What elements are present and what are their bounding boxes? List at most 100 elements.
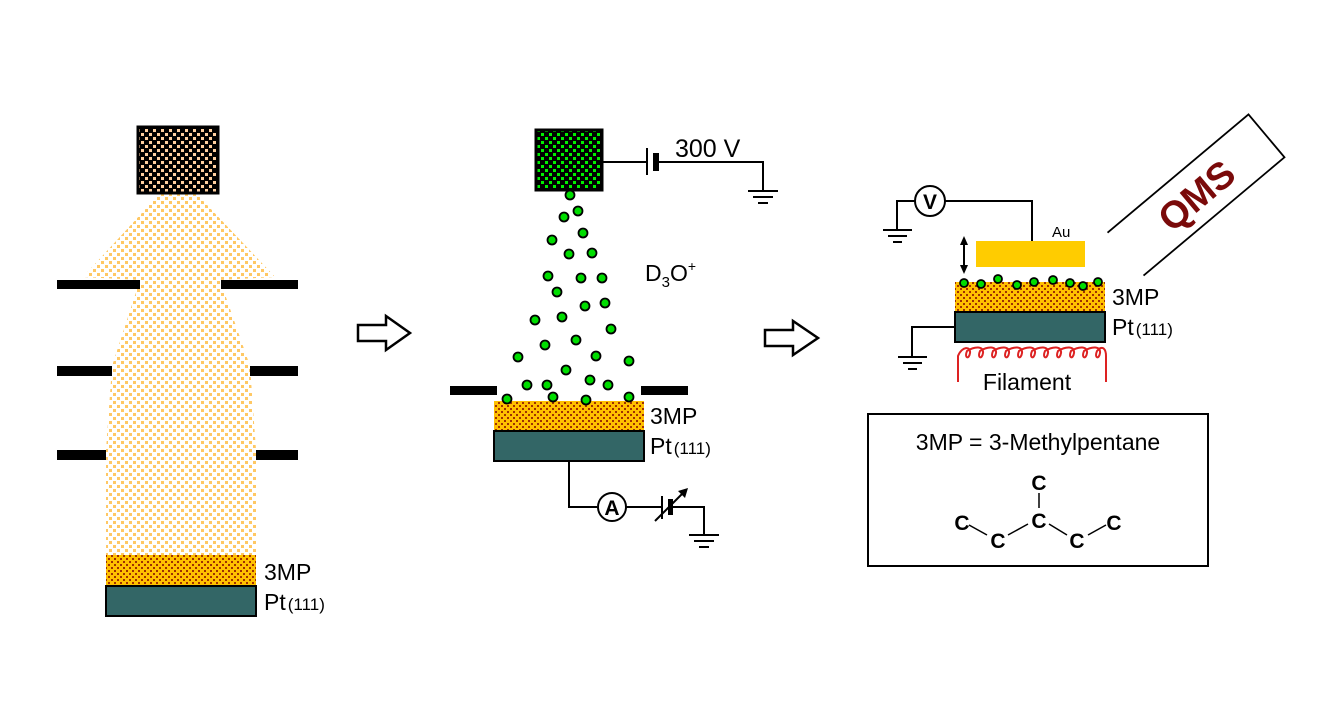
filament-coil <box>957 346 1107 382</box>
doser-source <box>136 125 220 195</box>
aperture-1-left <box>57 280 140 289</box>
ion-source <box>534 128 604 192</box>
ion-dot <box>1048 275 1058 285</box>
qms-label: QMS <box>1151 153 1244 241</box>
ion-dot <box>623 355 635 367</box>
ion-dot <box>575 272 587 284</box>
ion-dot <box>602 379 614 391</box>
ion-dot <box>623 391 635 403</box>
molecule-structure <box>968 493 1107 536</box>
surface-ions <box>501 391 635 406</box>
ammeter-wire <box>568 461 597 508</box>
ground-wire <box>659 161 764 191</box>
bias-short-plate <box>668 499 673 515</box>
bias-ground-wire <box>673 506 705 534</box>
aperture-3-left <box>57 450 106 460</box>
ion-dot <box>546 234 558 246</box>
distance-arrow-icon <box>960 236 968 274</box>
ion-dot <box>993 274 1003 284</box>
substrate-label: Pt(111) <box>264 589 325 615</box>
filament-label: Filament <box>983 369 1072 395</box>
au-probe <box>976 241 1085 267</box>
ion-dot <box>586 247 598 259</box>
qms-detector: QMS <box>1106 113 1286 277</box>
step-arrow-2 <box>763 318 821 358</box>
ion-dot <box>558 211 570 223</box>
ion-dot <box>590 350 602 362</box>
atom-c-methyl: C <box>1031 472 1046 495</box>
substrate-facet: (111) <box>1136 320 1173 339</box>
ion-dot <box>501 393 513 405</box>
ion-dot <box>1029 277 1039 287</box>
ion-dot <box>596 272 608 284</box>
ion-dot <box>512 351 524 363</box>
legend-title: 3MP = 3-Methylpentane <box>916 429 1160 455</box>
film-label: 3MP <box>650 403 697 429</box>
substrate-name: Pt <box>650 433 672 459</box>
substrate-pt <box>493 430 645 462</box>
ground-icon <box>883 229 912 243</box>
ion-label-o: O <box>670 260 688 286</box>
ion-dot <box>605 323 617 335</box>
substrate-name: Pt <box>264 589 286 615</box>
aperture-1-right <box>221 280 298 289</box>
aperture-2-right <box>250 366 298 376</box>
aperture-left <box>450 386 497 395</box>
ion-dot <box>1012 280 1022 290</box>
probe-wire <box>945 200 1033 241</box>
panel-ion-deposition: 300 V D3O+ 3MP Pt(111) A <box>450 128 778 548</box>
film-3mp <box>494 401 644 430</box>
au-label: Au <box>1052 224 1070 241</box>
atom-c1: C <box>954 512 969 535</box>
film-label: 3MP <box>264 559 311 585</box>
substrate-name: Pt <box>1112 314 1134 340</box>
ion-label: D3O+ <box>645 258 696 291</box>
qms-box <box>1106 113 1286 277</box>
film-label: 3MP <box>1112 284 1159 310</box>
battery-short-plate <box>653 153 659 171</box>
voltmeter-label: V <box>923 191 937 214</box>
substrate-pt <box>105 585 257 617</box>
ion-dot <box>539 339 551 351</box>
ion-spray <box>512 189 635 391</box>
ion-dot <box>547 391 559 403</box>
atom-c4: C <box>1069 530 1084 553</box>
substrate-label: Pt(111) <box>1112 314 1173 340</box>
ion-label-d: D <box>645 260 662 286</box>
legend-frame <box>867 413 1209 567</box>
variable-arrow-icon <box>654 488 688 522</box>
ion-dot <box>529 314 541 326</box>
legend-box: 3MP = 3-Methylpentane C C C C C C <box>867 413 1209 567</box>
film-3mp <box>106 555 256 585</box>
aperture-2-left <box>57 366 112 376</box>
ion-dot <box>560 364 572 376</box>
aperture-right <box>641 386 688 395</box>
aperture-3-right <box>256 450 298 460</box>
voltage-label: 300 V <box>675 135 741 163</box>
ion-label-superscript: + <box>688 258 696 274</box>
ion-dot <box>563 248 575 260</box>
ion-dot <box>577 227 589 239</box>
ion-dot <box>584 374 596 386</box>
ion-dot <box>599 297 611 309</box>
ion-dot <box>541 379 553 391</box>
voltmeter-wire <box>896 200 915 229</box>
panel-deposition: 3MP Pt(111) <box>57 125 325 617</box>
substrate-facet: (111) <box>674 439 711 458</box>
ion-dot <box>521 379 533 391</box>
atom-c3: C <box>1031 510 1046 533</box>
ion-dot <box>579 300 591 312</box>
substrate-facet: (111) <box>288 595 325 614</box>
ion-dot <box>572 205 584 217</box>
atom-c2: C <box>990 530 1005 553</box>
ion-dot <box>556 311 568 323</box>
ammeter-label: A <box>604 497 619 520</box>
substrate-pt <box>954 311 1106 343</box>
ground-icon <box>748 190 778 204</box>
substrate-label: Pt(111) <box>650 433 711 459</box>
molecular-beam <box>83 190 275 555</box>
ion-dot <box>1093 277 1103 287</box>
atom-c5: C <box>1106 512 1121 535</box>
ion-dot <box>976 279 986 289</box>
ion-label-subscript: 3 <box>662 274 670 291</box>
